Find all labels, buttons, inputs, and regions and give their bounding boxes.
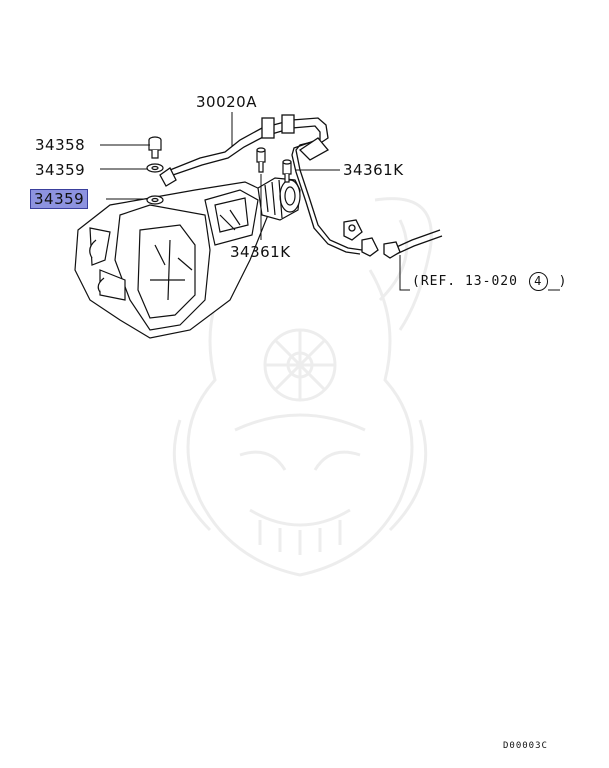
transfer-case (74, 177, 301, 339)
bolts-34361k (256, 147, 292, 183)
reference-circled-number: 4 (528, 272, 548, 291)
part-label-34361k-bottom[interactable]: 34361K (230, 243, 291, 261)
leader-lines (100, 112, 560, 291)
part-label-34358[interactable]: 34358 (35, 136, 86, 154)
reference-note[interactable]: (REF. 13-020 4 ) (412, 272, 567, 291)
part-label-34361k-right[interactable]: 34361K (343, 161, 404, 179)
part-label-34359-highlighted[interactable]: 34359 (30, 189, 89, 209)
breather-tube (383, 229, 443, 259)
part-label-34359-upper[interactable]: 34359 (35, 161, 86, 179)
reference-close: ) (558, 274, 568, 289)
diagram-code: D00003C (503, 741, 548, 751)
watermark-emblem (172, 197, 433, 577)
reference-open: (REF. 13-020 (412, 274, 518, 289)
part-label-30020a[interactable]: 30020A (196, 93, 257, 111)
hose-30020a (159, 114, 379, 257)
bolt-and-washers (146, 136, 164, 205)
